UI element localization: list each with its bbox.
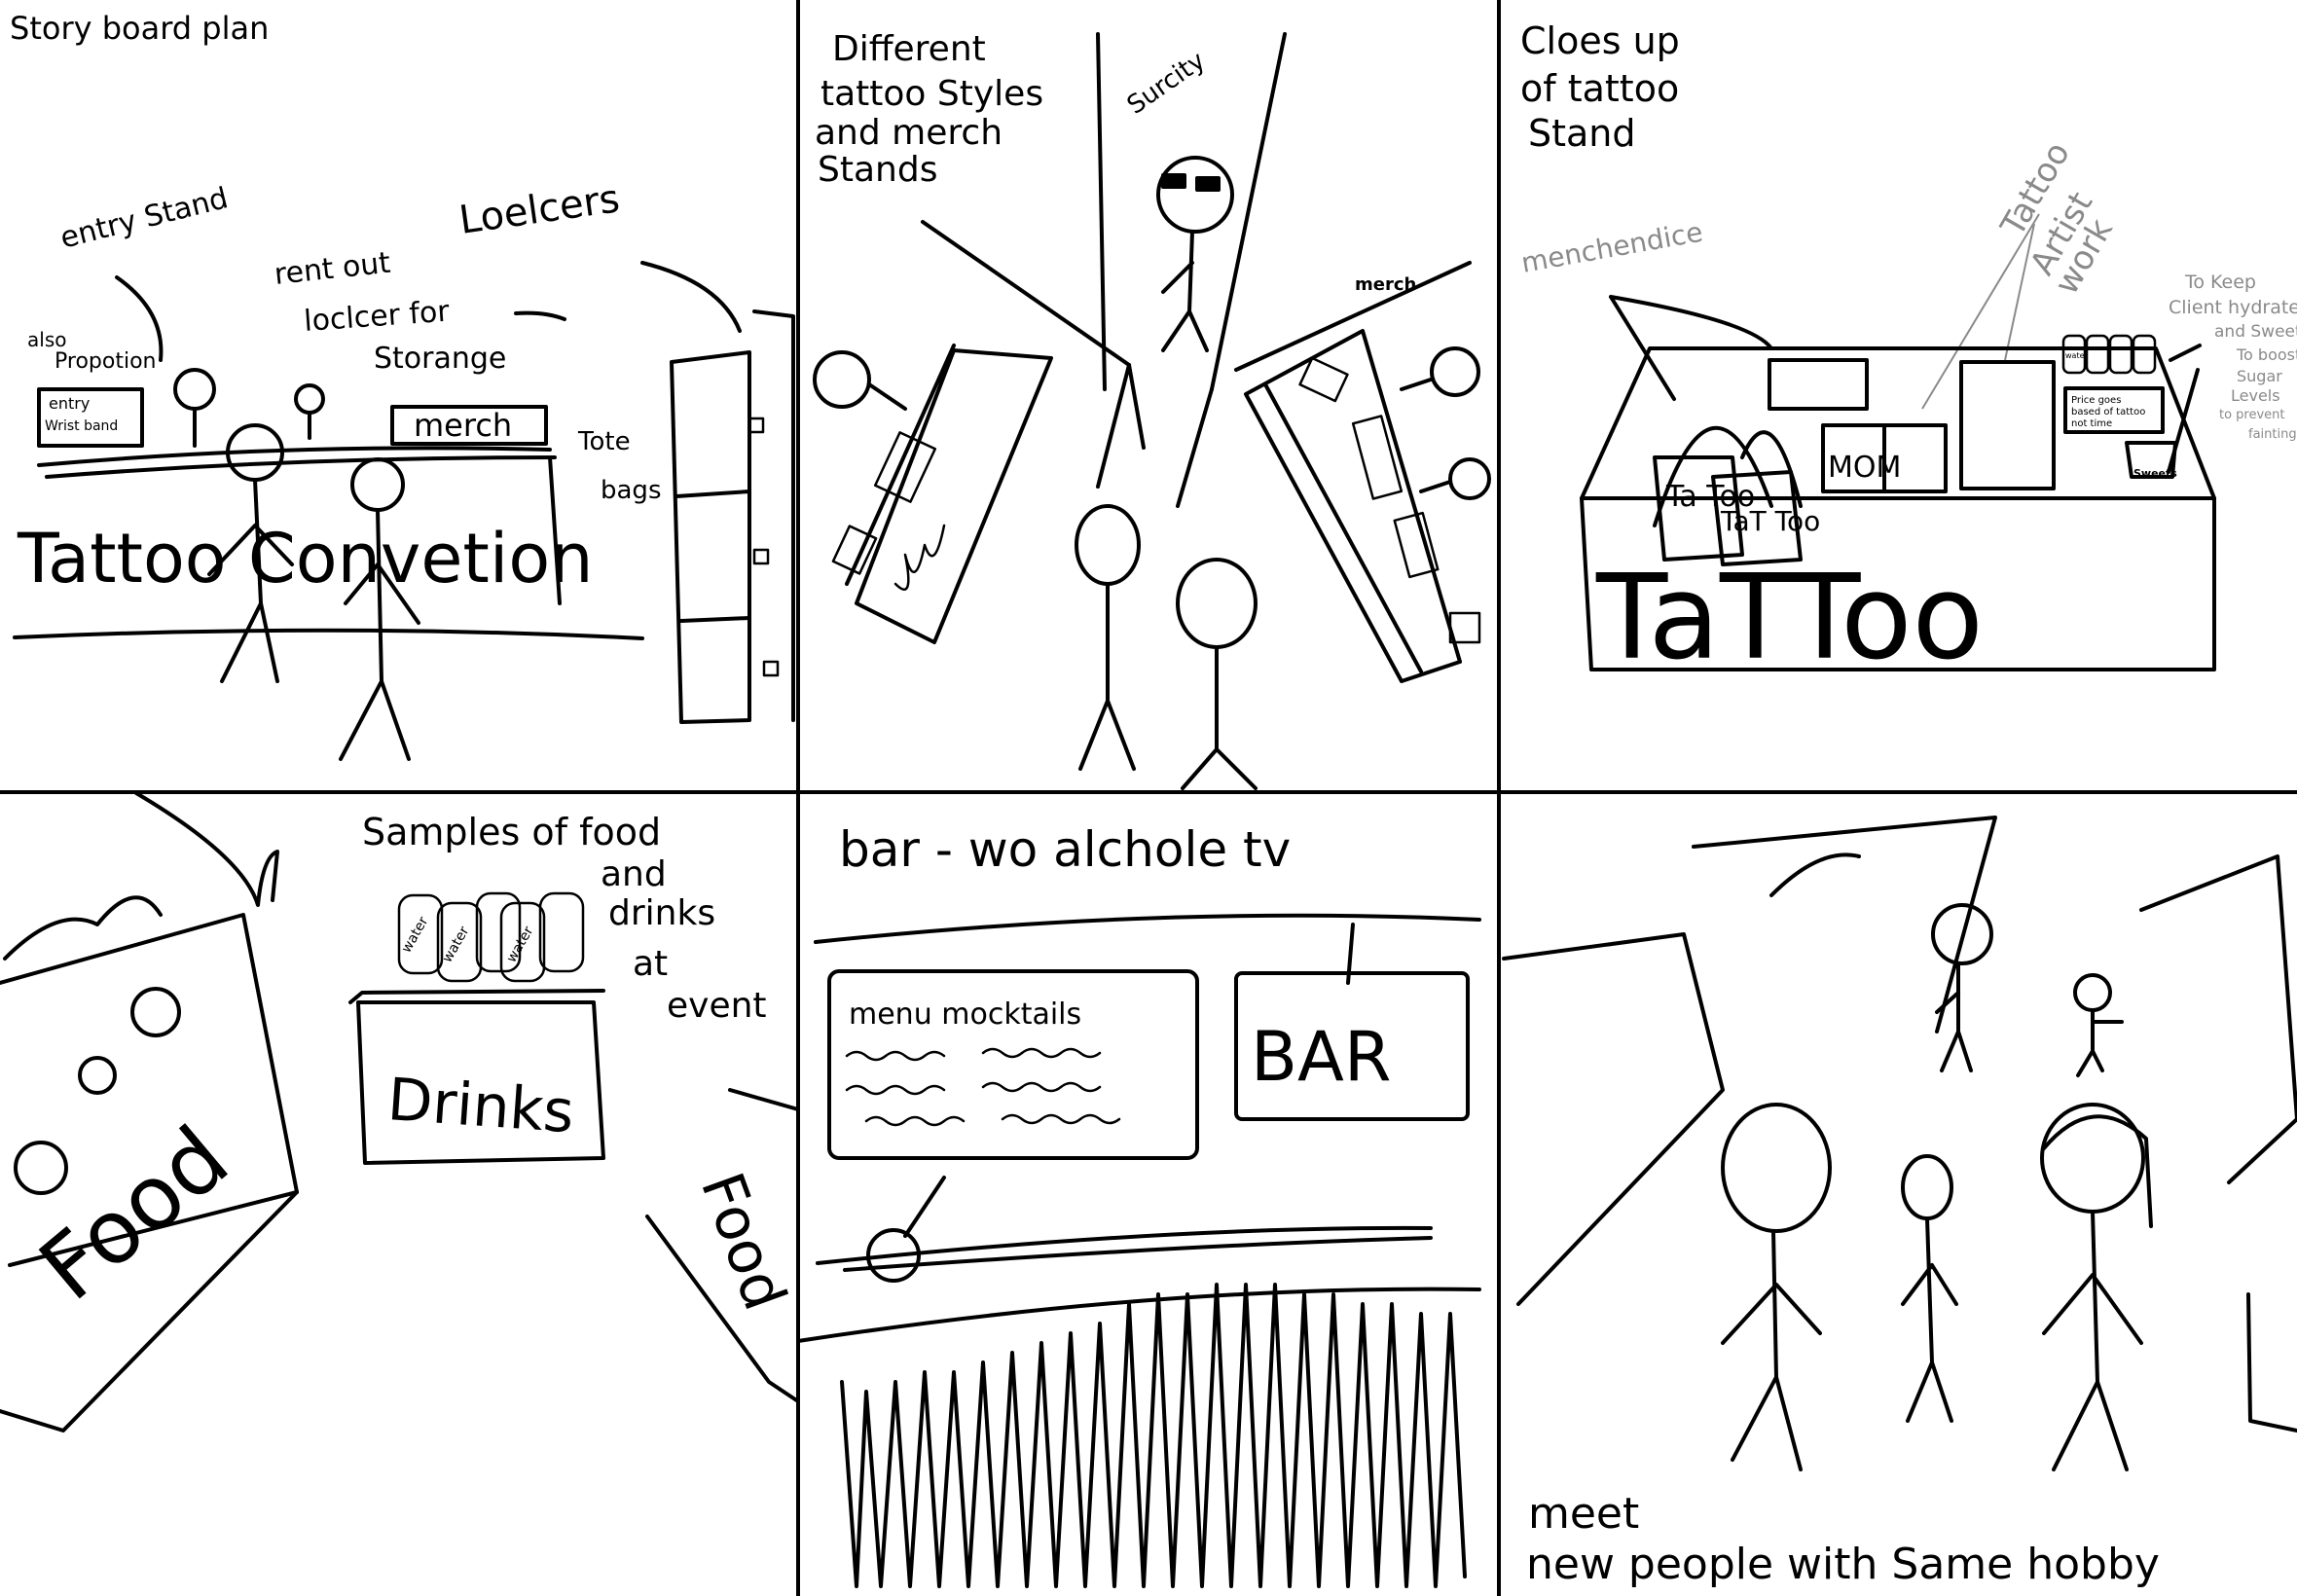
drinks-stand-sign: Drinks (385, 1066, 576, 1146)
label-wristband-1: entry (49, 394, 90, 413)
tattoo-stand-drawing (1580, 295, 2216, 671)
meet-people-drawing (1502, 816, 2297, 1471)
storyboard-title: Story board plan (10, 10, 269, 47)
entry-stand-drawing (13, 261, 795, 761)
caption-and-merch: and merch (815, 113, 1003, 153)
label-sugar-4: to prevent (2219, 408, 2285, 422)
label-promotion: Propotion (55, 349, 156, 374)
stands-drawing (813, 32, 1491, 790)
label-hydrate-1: To Keep (2184, 272, 2256, 293)
menu-title: menu mocktails (849, 998, 1081, 1032)
label-wristband-2: Wrist band (45, 418, 118, 434)
label-bags: bags (601, 476, 662, 505)
panel-bar: bar - wo alchole tv menu mocktails BAR (796, 821, 1481, 1588)
label-sugar-5: fainting (2248, 427, 2297, 442)
label-merch: merch (414, 407, 512, 444)
sweets-box-label: Sweets (2133, 467, 2177, 480)
menu-scribbles (845, 1047, 1121, 1127)
caption-of-tattoo: of tattoo (1520, 67, 1679, 110)
label-also: also (27, 328, 66, 351)
caption-at: at (633, 944, 668, 984)
label-tote: Tote (577, 427, 631, 456)
mom-tattoo-art: MOM (1828, 451, 1901, 485)
caption-stand: Stand (1528, 112, 1636, 155)
caption-stands: Stands (818, 150, 937, 190)
caption-close-up: Cloes up (1520, 19, 1680, 62)
caption-tattoo-styles: tattoo Styles (820, 74, 1043, 114)
label-hydrate-3: and Sweety (2214, 322, 2297, 342)
locker-icons (747, 417, 780, 677)
bar-drawing (796, 913, 1481, 1588)
label-sugar-2: Sugar (2237, 367, 2282, 385)
panel-entrance: Story board plan entry Stand Loelcers re… (10, 10, 795, 761)
banner-tattoo-convention: Tattoo Convetion (17, 519, 594, 598)
price-note-1: Price goes (2071, 395, 2121, 406)
bag-label-2: TaT Too (1720, 505, 1820, 537)
caption-different: Different (832, 29, 986, 69)
panel-stands: Different tattoo Styles and merch Stands… (813, 29, 1491, 790)
tattoo-stand-sign: TaTToo (1595, 551, 1984, 686)
caption-drinks: drinks (608, 893, 715, 933)
stand-displays (831, 356, 1481, 644)
caption-event: event (667, 986, 767, 1026)
food-drinks-drawing (0, 791, 800, 1433)
water-label: water (2065, 351, 2089, 360)
price-note-2: based of tattoo (2071, 407, 2145, 417)
caption-bar: bar - wo alchole tv (839, 821, 1291, 878)
label-sugar-3: Levels (2231, 386, 2280, 405)
label-rent-locker-3: Storange (374, 342, 506, 376)
annotation-arrows (1921, 213, 2040, 410)
caption-and: and (601, 854, 667, 894)
price-note-3: not time (2071, 418, 2112, 429)
bag-label-1: Ta Too (1665, 480, 1755, 514)
panel-meet-people: meet new people with Same hobby (1502, 816, 2297, 1589)
water-bottles: water (2061, 334, 2157, 375)
caption-meet: meet (1528, 1489, 1639, 1539)
label-sugar-1: To boost (2236, 345, 2297, 364)
label-hydrate-2: Client hydrated (2169, 297, 2297, 318)
label-merch-stand: merch (1355, 274, 1416, 295)
caption-new-people: new people with Same hobby (1526, 1540, 2160, 1589)
tv-screen-bar: BAR (1251, 1017, 1392, 1097)
caption-samples-of-food: Samples of food (362, 811, 661, 853)
